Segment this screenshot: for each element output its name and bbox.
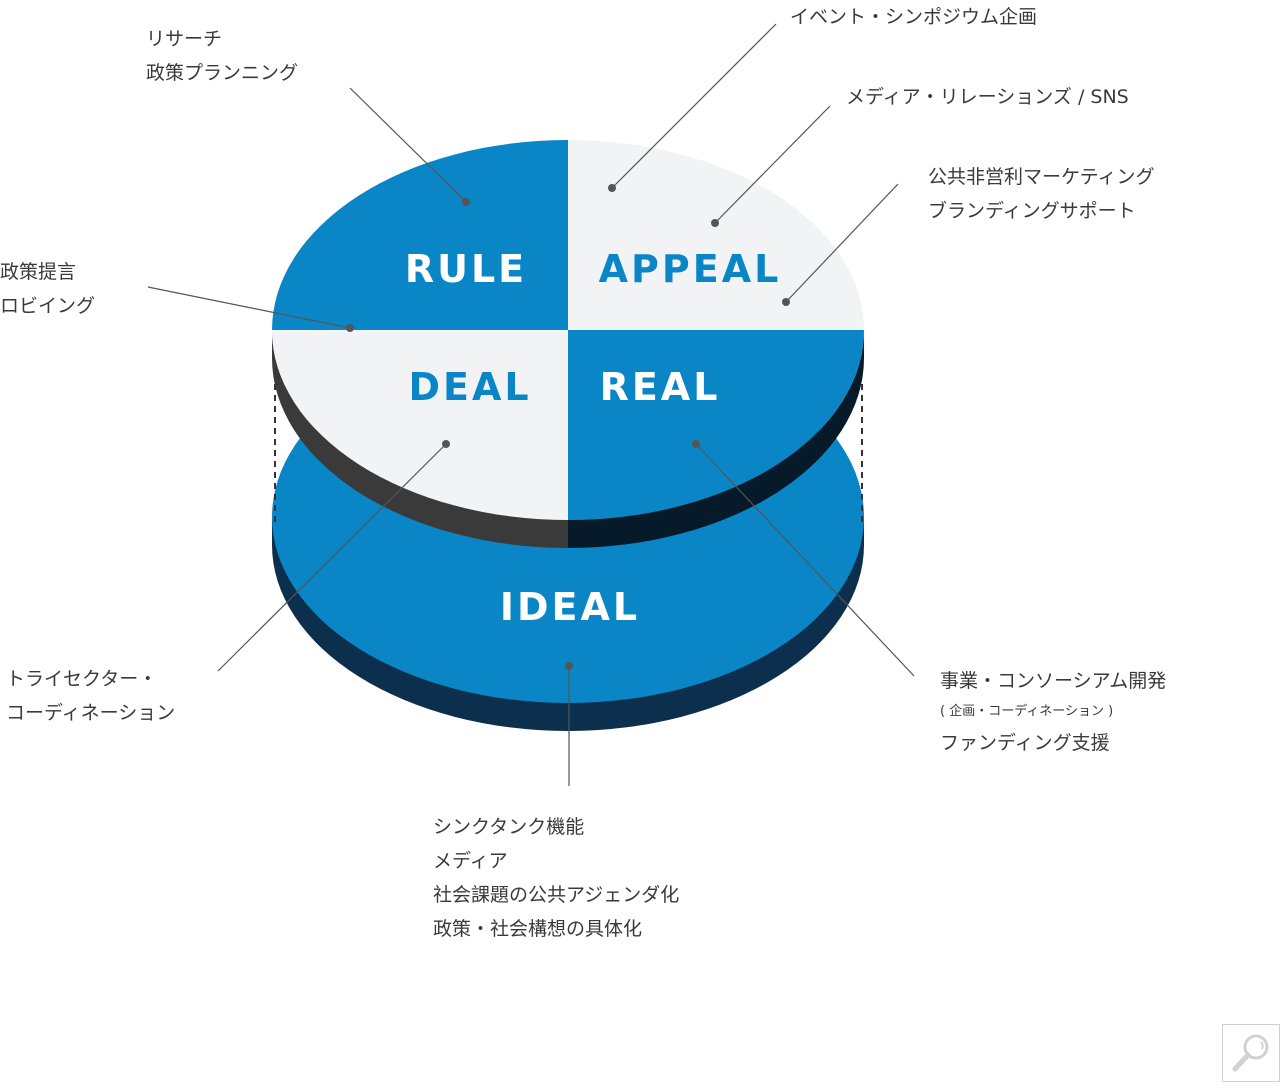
ideal-label: IDEAL bbox=[500, 585, 640, 629]
real-quadrant bbox=[568, 330, 864, 520]
leader-trisector bbox=[217, 443, 447, 672]
callout-real-sub: ( 企画・コーディネーション ) bbox=[940, 704, 1114, 719]
callout-ideal-line3: 社会課題の公共アジェンダ化 bbox=[433, 884, 680, 906]
rule-quadrant bbox=[272, 140, 568, 330]
upper-disc-side-right bbox=[568, 330, 864, 548]
callout-ideal-line4: 政策・社会構想の具体化 bbox=[433, 918, 643, 940]
callout-real-line1: 事業・コンソーシアム開発 bbox=[940, 670, 1167, 692]
dot-deal bbox=[346, 324, 354, 332]
callout-marketing-line1: 公共非営利マーケティング bbox=[928, 166, 1155, 188]
callout-event: イベント・シンポジウム企画 bbox=[790, 0, 1037, 34]
dot-real bbox=[692, 440, 700, 448]
leader-deal bbox=[147, 286, 351, 329]
dot-media bbox=[711, 219, 719, 227]
callout-deal: 政策提言 ロビイング bbox=[0, 255, 95, 323]
callout-media-relations: メディア・リレーションズ / SNS bbox=[846, 80, 1129, 114]
leader-rule bbox=[349, 87, 467, 203]
deal-label: DEAL bbox=[408, 365, 531, 409]
callout-trisector: トライセクター・ コーディネーション bbox=[6, 662, 175, 730]
callout-trisector-line2: コーディネーション bbox=[6, 702, 176, 724]
callout-rule-line2: 政策プランニング bbox=[146, 62, 299, 84]
dot-event bbox=[608, 184, 616, 192]
upper-disc-side-left bbox=[272, 330, 568, 548]
leader-marketing bbox=[785, 183, 899, 303]
deal-quadrant bbox=[272, 330, 568, 520]
callout-real: 事業・コンソーシアム開発 ( 企画・コーディネーション ) ファンディング支援 bbox=[940, 664, 1166, 760]
callout-rule: リサーチ 政策プランニング bbox=[146, 22, 298, 90]
rule-label: RULE bbox=[405, 247, 527, 291]
callout-deal-line1: 政策提言 bbox=[0, 261, 77, 283]
callout-trisector-line1: トライセクター・ bbox=[6, 668, 158, 690]
callout-rule-line1: リサーチ bbox=[146, 28, 223, 50]
leader-media bbox=[714, 105, 831, 224]
real-label: REAL bbox=[600, 365, 721, 409]
callout-marketing-line2: ブランディングサポート bbox=[928, 200, 1136, 222]
dot-ideal bbox=[565, 662, 573, 670]
leader-event bbox=[611, 23, 777, 189]
appeal-quadrant bbox=[568, 140, 864, 330]
callout-ideal-line1: シンクタンク機能 bbox=[433, 816, 585, 838]
dot-trisector bbox=[442, 440, 450, 448]
callout-real-line3: ファンディング支援 bbox=[940, 732, 1110, 754]
callout-event-line1: イベント・シンポジウム企画 bbox=[790, 6, 1038, 28]
leader-real bbox=[695, 443, 915, 677]
callout-marketing: 公共非営利マーケティング ブランディングサポート bbox=[928, 160, 1154, 228]
zoom-button[interactable] bbox=[1222, 1024, 1280, 1082]
dot-rule bbox=[462, 198, 470, 206]
callout-deal-line2: ロビイング bbox=[0, 295, 96, 317]
callout-ideal-line2: メディア bbox=[433, 850, 508, 872]
callout-ideal: シンクタンク機能 メディア 社会課題の公共アジェンダ化 政策・社会構想の具体化 bbox=[433, 810, 679, 946]
appeal-label: APPEAL bbox=[599, 247, 782, 291]
callout-media-line1: メディア・リレーションズ / SNS bbox=[846, 86, 1129, 108]
dot-marketing bbox=[782, 298, 790, 306]
magnifier-icon bbox=[1232, 1034, 1269, 1072]
